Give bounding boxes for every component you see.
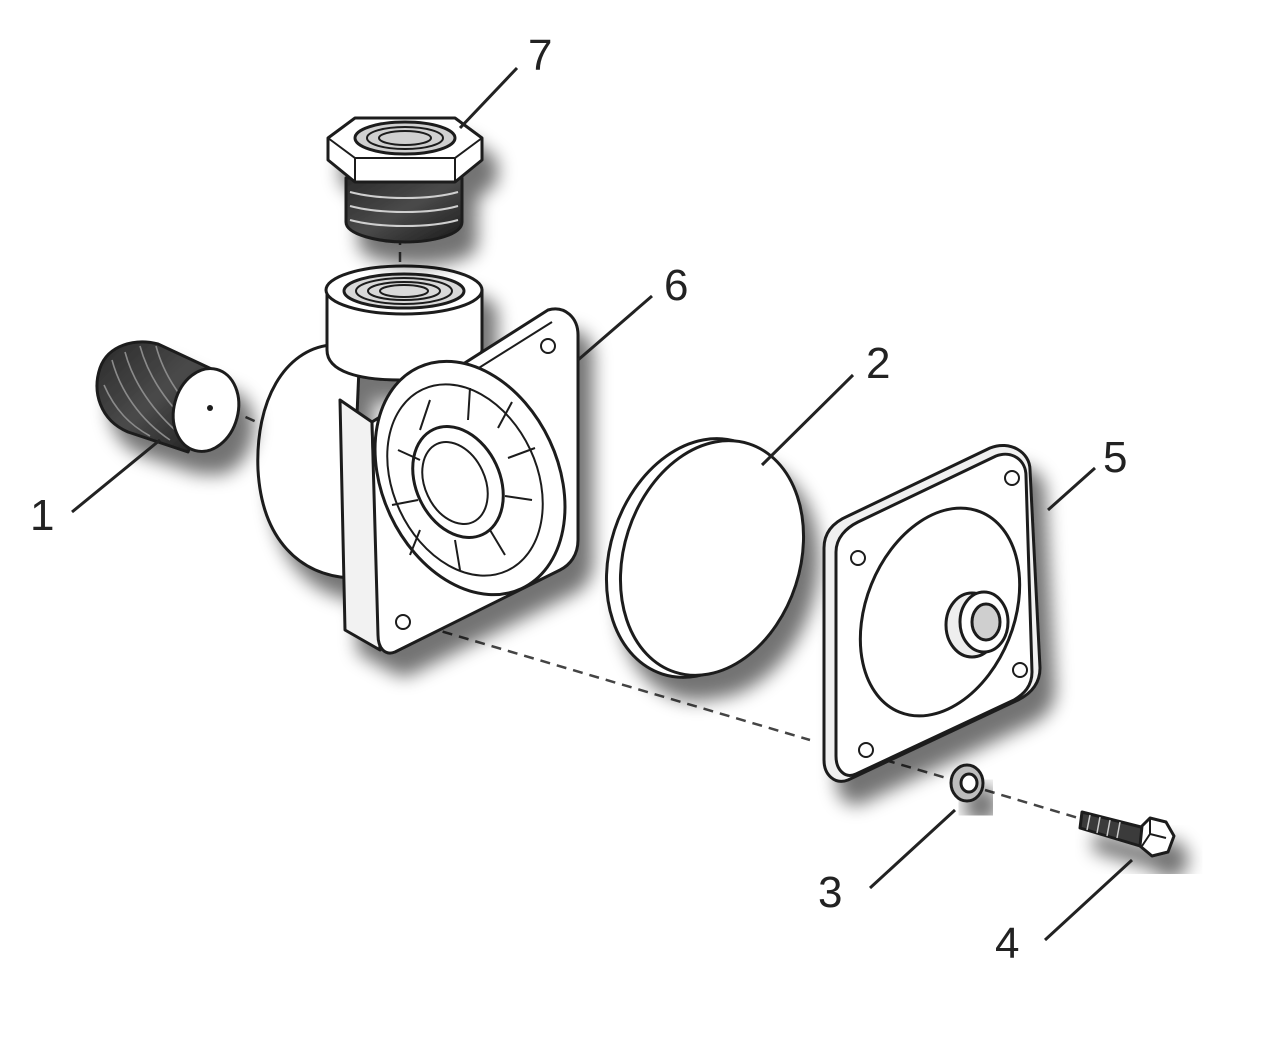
threaded-plug-part [95,340,241,454]
leader-lines [71,66,1134,942]
callout-7: 7 [528,31,552,80]
callout-labels: 1 2 3 4 5 6 7 [30,31,1127,968]
pump-housing-part [256,264,580,655]
leader-4 [1043,858,1134,942]
cover-plate-part [822,444,1042,783]
diaphragm-disc-part [604,437,806,679]
leader-5 [1047,466,1096,512]
leader-1 [71,438,161,514]
callout-3: 3 [818,868,842,917]
callout-4: 4 [995,919,1019,968]
callout-2: 2 [866,339,890,388]
washer-part [949,763,985,803]
leader-7 [458,66,519,130]
leader-3 [868,808,957,890]
callout-1: 1 [30,491,54,540]
hex-fitting-part [326,116,484,244]
bolt-part [1078,810,1176,858]
leader-6 [577,294,653,362]
callout-6: 6 [664,261,688,310]
callout-5: 5 [1103,433,1127,482]
leader-2 [760,373,855,467]
